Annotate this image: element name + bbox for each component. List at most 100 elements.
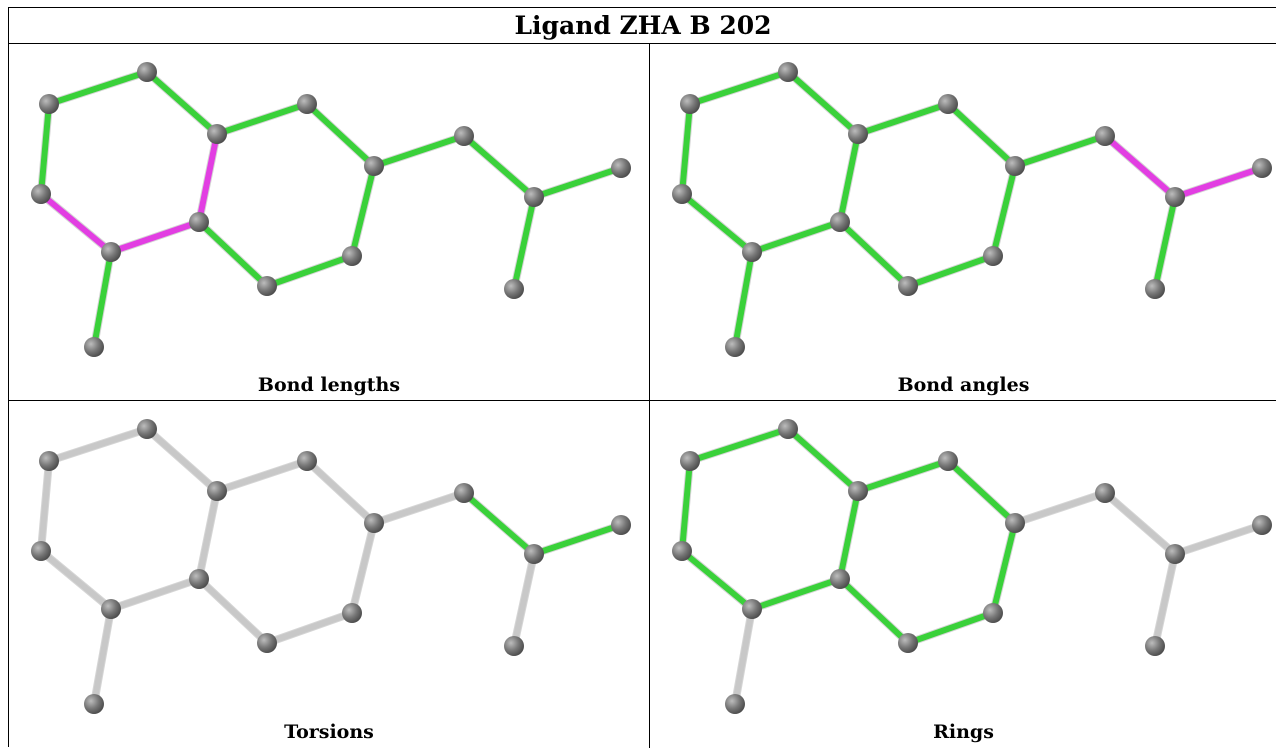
atom [101,242,121,262]
molecule-diagram [31,419,631,714]
bond [1102,490,1178,557]
atom [778,419,798,439]
atom [364,513,384,533]
bond [837,488,861,582]
atom [938,94,958,114]
atom [611,515,631,535]
bond [214,101,310,137]
bond [46,69,150,107]
atom [725,694,745,714]
bond [108,576,202,612]
atom [1165,187,1185,207]
bond [732,249,755,350]
bond [349,163,377,259]
atom [31,184,51,204]
atom [680,94,700,114]
bond [531,165,624,200]
bond [38,458,52,554]
panel-bond-lengths: Bond lengths [9,44,650,401]
bond [144,426,220,494]
molecule-diagram [672,62,1272,357]
atom [1252,515,1272,535]
atom [1165,544,1185,564]
molecule-diagram [31,62,631,357]
figure-title: Ligand ZHA B 202 [9,8,1276,44]
atom [611,158,631,178]
bond [990,520,1018,616]
atom [672,184,692,204]
bond [461,133,537,200]
atom [830,212,850,232]
panel-torsions: Torsions [9,401,650,748]
bond [38,191,114,255]
bond [1152,194,1178,292]
atom [725,337,745,357]
bond [264,610,355,646]
bond [144,69,220,137]
atom [364,156,384,176]
atom [189,569,209,589]
atom [137,62,157,82]
bond [679,548,755,612]
atom [1145,636,1165,656]
bond [855,101,951,137]
bond [1102,133,1178,200]
bond [1172,522,1265,557]
molecule-diagram [672,419,1272,714]
bond [1012,133,1108,169]
bond [905,610,996,646]
bond [1172,165,1265,200]
bond [304,458,377,526]
bond [461,490,537,557]
panel-caption: Rings [933,721,994,743]
atom [342,603,362,623]
atom [983,246,1003,266]
bond [196,219,270,289]
bond [785,69,861,137]
atom [454,126,474,146]
atom [207,481,227,501]
bond [91,606,114,707]
atom [680,451,700,471]
atom [84,337,104,357]
bond [264,253,355,289]
atom [297,451,317,471]
atom [101,599,121,619]
bond [196,576,270,646]
atom [342,246,362,266]
bond [855,458,951,494]
bond [371,133,467,169]
atom [504,636,524,656]
bond [108,219,202,255]
atom [898,633,918,653]
atom [1005,513,1025,533]
atom [31,541,51,561]
atom [257,276,277,296]
bond [196,488,220,582]
panel-caption: Torsions [284,721,374,743]
bond [196,131,220,225]
bond [679,101,693,197]
bond [46,426,150,464]
bond [837,219,911,289]
bond [945,458,1018,526]
bond [990,163,1018,259]
panel-caption: Bond angles [897,374,1030,396]
bond [679,191,755,255]
panel-rings: Rings [650,401,1276,748]
atom [848,124,868,144]
atom [504,279,524,299]
bond [349,520,377,616]
atom [898,276,918,296]
bond [531,522,624,557]
atom [189,212,209,232]
atom [1095,483,1115,503]
bond [91,249,114,350]
atom [297,94,317,114]
atom [983,603,1003,623]
atom [742,242,762,262]
panel-bond-angles: Bond angles [650,44,1276,401]
bond [749,576,843,612]
atom [1252,158,1272,178]
bond [304,101,377,169]
